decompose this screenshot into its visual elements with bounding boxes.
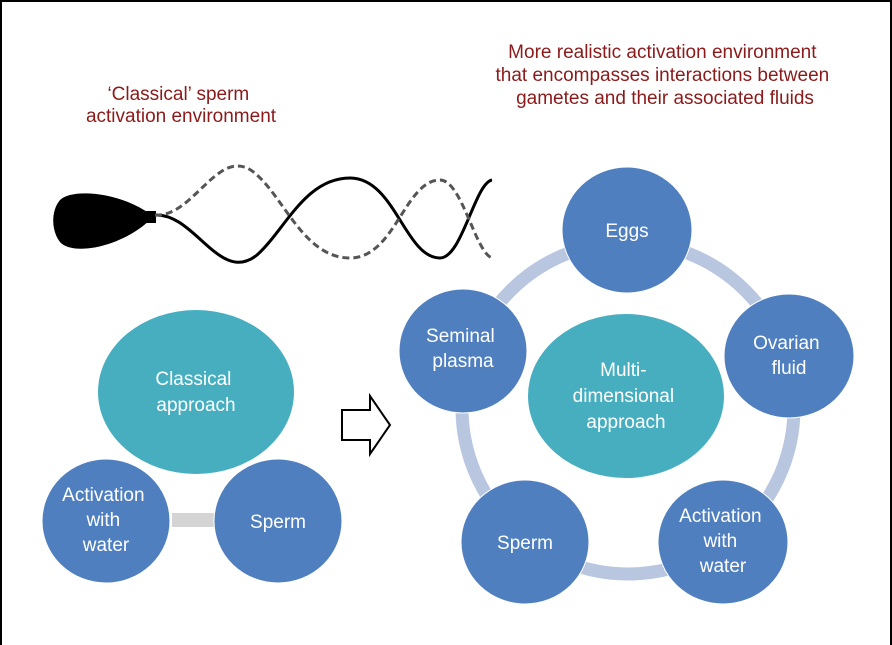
classical-sperm-node: Sperm	[213, 458, 343, 584]
ovarian-fluid-node: Ovarian fluid	[723, 293, 855, 419]
classical-approach-label: Classical approach	[155, 369, 236, 416]
heading-realistic: More realistic activation environment th…	[495, 42, 834, 109]
eggs-label: Eggs	[605, 221, 648, 242]
multi-approach-label: Multi- dimensional approach	[573, 360, 680, 433]
seminal-plasma-label: Seminal plasma	[426, 326, 500, 372]
sperm-node: Sperm	[460, 479, 590, 605]
seminal-plasma-node: Seminal plasma	[398, 288, 528, 414]
classical-activation-label: Activation with water	[62, 485, 150, 556]
right-arrow-outline-icon	[341, 392, 392, 458]
multi-approach-node: Multi- dimensional approach	[528, 314, 724, 478]
eggs-node: Eggs	[561, 166, 693, 294]
classical-sperm-label: Sperm	[250, 512, 306, 533]
sperm-label: Sperm	[497, 533, 553, 554]
activation-water-label: Activation with water	[679, 506, 767, 577]
activation-water-node: Activation with water	[657, 479, 789, 605]
ovarian-fluid-label: Ovarian fluid	[753, 333, 825, 379]
classical-activation-node: Activation with water	[41, 458, 171, 584]
sperm-cell-icon	[53, 164, 493, 264]
connector-bar	[172, 513, 214, 527]
heading-classical: ‘Classical’ sperm activation environment	[86, 84, 277, 127]
classical-approach-node: Classical approach	[98, 310, 294, 474]
